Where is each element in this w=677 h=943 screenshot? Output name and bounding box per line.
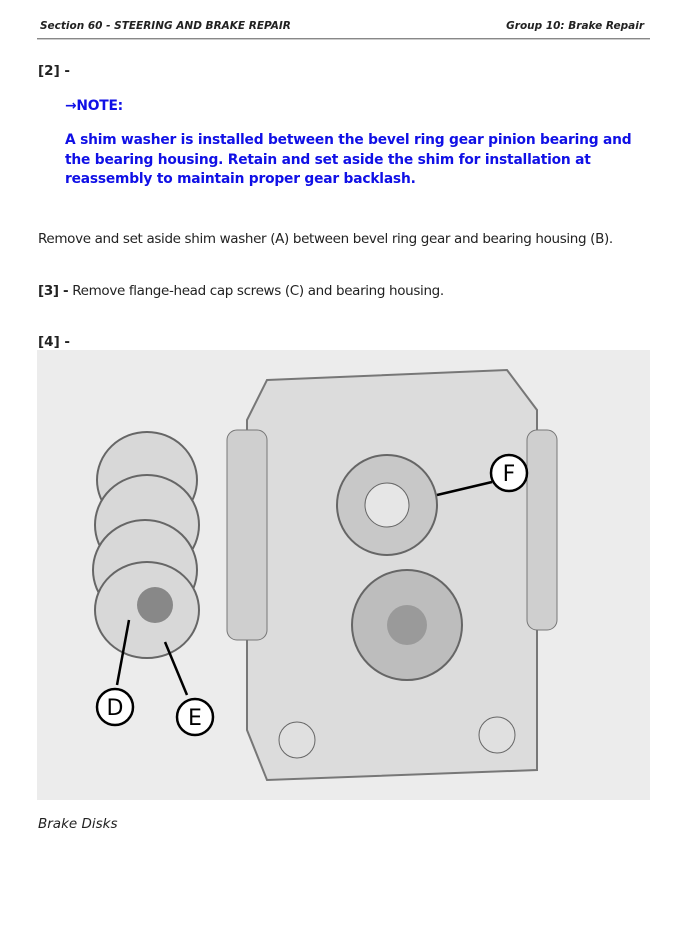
page-header: Section 60 - STEERING AND BRAKE REPAIR G… <box>40 20 650 32</box>
note-text: A shim washer is installed between the b… <box>65 132 632 187</box>
step-3-label: [3] - <box>38 283 69 299</box>
callout-f-circle <box>489 453 529 493</box>
step-4-label: [4] - <box>38 334 71 350</box>
step-2-instruction: Remove and set aside shim washer (A) bet… <box>38 231 613 247</box>
group-title: Group 10: Brake Repair <box>506 20 644 32</box>
step-3: [3] - Remove flange-head cap screws (C) … <box>38 283 444 299</box>
callout-d-circle <box>95 687 135 727</box>
brake-disks-photo: D E F <box>37 350 650 800</box>
header-divider <box>37 38 650 40</box>
step-3-text: Remove flange-head cap screws (C) and be… <box>72 283 444 299</box>
figure-caption: Brake Disks <box>38 816 118 832</box>
callout-f: F <box>503 462 516 487</box>
note-title: →NOTE: <box>65 98 123 114</box>
step-2-label: [2] - <box>38 63 71 79</box>
section-title: Section 60 - STEERING AND BRAKE REPAIR <box>40 20 291 32</box>
callout-e-circle <box>175 697 215 737</box>
callout-e: E <box>188 706 202 731</box>
callout-d: D <box>107 696 124 721</box>
